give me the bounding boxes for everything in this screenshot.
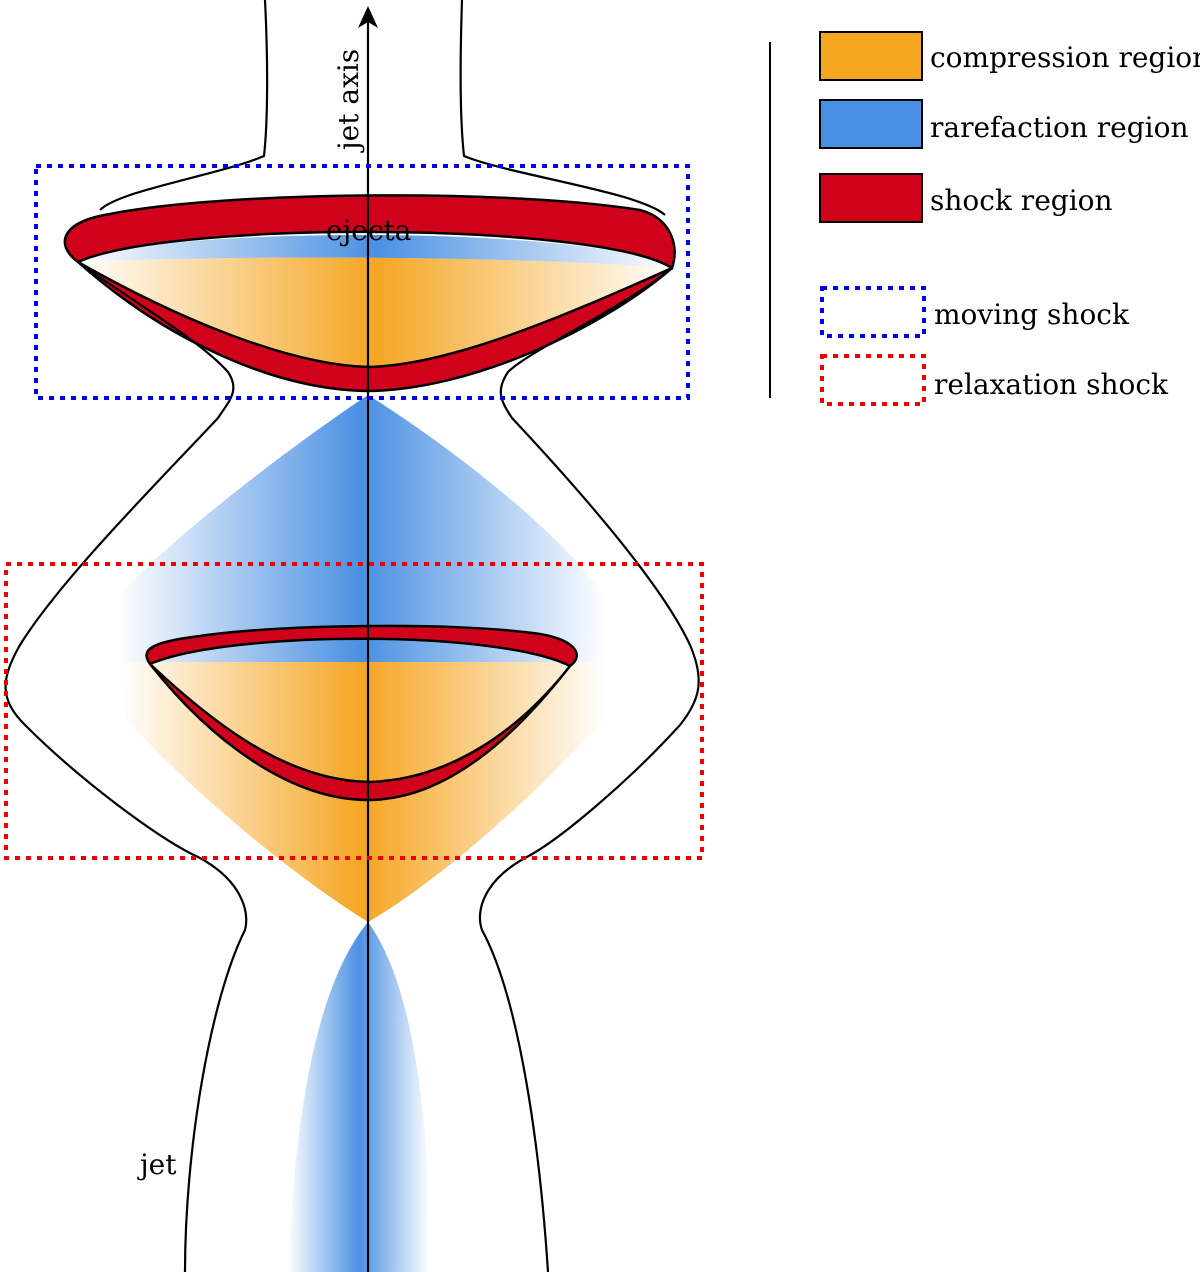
jet-axis-arrowhead (358, 6, 378, 28)
jet-label: jet (137, 1148, 177, 1181)
jet-base-rarefaction (288, 922, 430, 1272)
rarefaction-diamond (118, 395, 606, 662)
legend-swatch-relaxation-shock (820, 354, 926, 406)
legend-label-rarefaction: rarefaction region (930, 111, 1189, 144)
legend-label-compression: compression region (930, 41, 1200, 74)
upper-ejecta (63, 194, 676, 393)
middle-diamond (118, 395, 606, 922)
legend-label-shock: shock region (930, 184, 1113, 217)
legend: compression region rarefaction region sh… (769, 31, 1200, 406)
lower-shock-front-top (145, 624, 578, 668)
legend-label-relaxation-shock: relaxation shock (934, 368, 1169, 401)
legend-swatch-compression (819, 31, 923, 81)
ejecta-label: ejecta (326, 214, 411, 247)
legend-swatch-moving-shock (820, 286, 926, 338)
jet-axis-label: jet axis (332, 49, 365, 153)
upper-rarefaction-region (78, 234, 672, 268)
moving-shock-box (34, 164, 690, 400)
upper-compression-region (78, 257, 672, 367)
jet-boundary-right (459, 0, 700, 1272)
legend-swatch-shock (819, 173, 923, 223)
legend-label-moving-shock: moving shock (934, 298, 1130, 331)
jet-boundary-left (4, 0, 269, 1272)
legend-swatch-rarefaction (819, 99, 923, 149)
